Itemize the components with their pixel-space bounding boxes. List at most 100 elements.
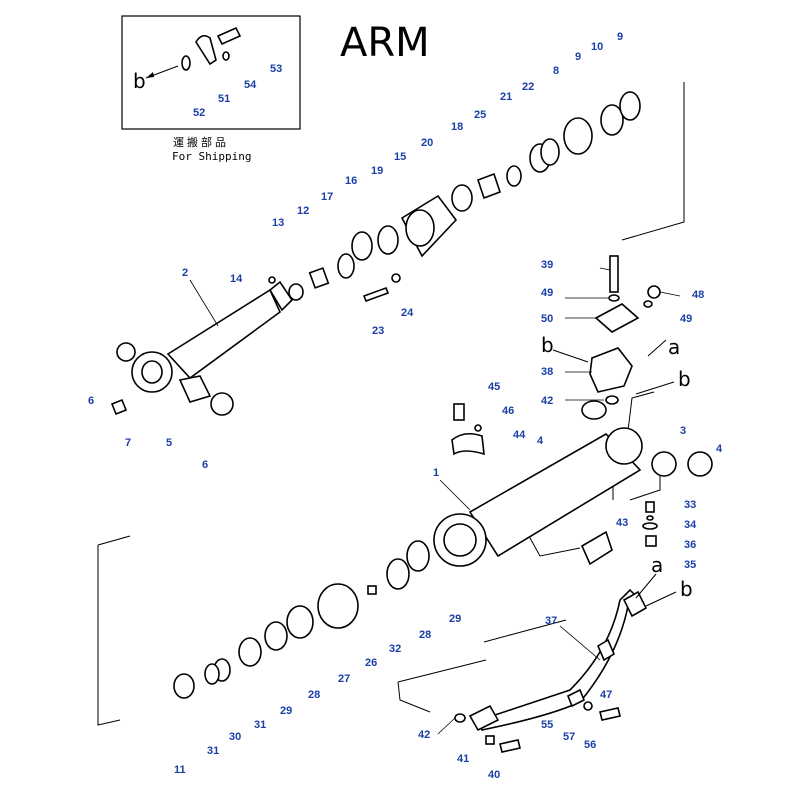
callout-31-lower: 31 bbox=[207, 745, 219, 757]
block-38 bbox=[589, 347, 633, 393]
ring-17 bbox=[337, 253, 355, 279]
o-ring-34 bbox=[642, 522, 658, 530]
bushing-5 bbox=[178, 375, 212, 403]
line-lower-left bbox=[97, 535, 131, 726]
view-arrow-a-1 bbox=[647, 339, 667, 357]
view-letter-b-inset: b bbox=[133, 69, 146, 93]
callout-22: 22 bbox=[522, 81, 534, 93]
flange-top bbox=[622, 590, 648, 618]
plug-33 bbox=[645, 501, 655, 513]
washer-46 bbox=[474, 424, 482, 432]
bushing-4-left bbox=[581, 400, 607, 420]
callout-3: 3 bbox=[680, 425, 686, 437]
callout-49-left: 49 bbox=[541, 287, 553, 299]
view-arrow-b-2 bbox=[635, 381, 675, 395]
callout-44: 44 bbox=[513, 429, 526, 441]
callout-31-upper: 31 bbox=[254, 719, 266, 731]
view-arrow-b-3 bbox=[645, 591, 677, 607]
packing-8 bbox=[563, 117, 593, 155]
callout-52: 52 bbox=[193, 107, 205, 119]
view-arrow-a-2 bbox=[635, 573, 657, 599]
callout-57: 57 bbox=[563, 731, 575, 743]
cylinder-barrel bbox=[433, 400, 713, 567]
callouts: 1 2 3 4 4 5 6 6 7 8 9 9 10 11 12 13 14 1… bbox=[88, 31, 723, 781]
callout-48: 48 bbox=[692, 289, 704, 301]
callout-50: 50 bbox=[541, 313, 553, 325]
callout-32: 32 bbox=[389, 643, 401, 655]
callout-1: 1 bbox=[433, 467, 439, 479]
ring-20 bbox=[451, 184, 473, 212]
ring-10 bbox=[600, 104, 624, 136]
snap-ring-9 bbox=[619, 91, 641, 121]
callout-4-right: 4 bbox=[716, 443, 723, 455]
piston-assembly bbox=[173, 540, 430, 699]
bracket-51 bbox=[195, 34, 217, 66]
ring-29-upper bbox=[406, 540, 430, 572]
washer-41 bbox=[485, 735, 495, 745]
nut-13 bbox=[288, 283, 304, 301]
ring-29-lower bbox=[238, 637, 262, 667]
callout-29-lower: 29 bbox=[280, 705, 292, 717]
ring-28-lower bbox=[264, 621, 288, 651]
rod-body bbox=[166, 288, 281, 380]
callout-37: 37 bbox=[545, 615, 557, 627]
callout-51: 51 bbox=[218, 93, 230, 105]
bolt-40 bbox=[499, 739, 521, 753]
callout-12: 12 bbox=[297, 205, 309, 217]
shipping-label-jp: 運搬部品 bbox=[173, 135, 229, 149]
callout-8: 8 bbox=[553, 65, 559, 77]
callout-15: 15 bbox=[394, 151, 406, 163]
bolt-23 bbox=[362, 286, 390, 303]
view-letter-b-1: b bbox=[541, 333, 554, 357]
callout-leaders bbox=[189, 267, 681, 735]
callout-11: 11 bbox=[174, 764, 186, 776]
line-hose bbox=[397, 619, 567, 713]
rod-thread bbox=[268, 280, 294, 312]
wear-ring-27 bbox=[286, 605, 314, 639]
collar-12 bbox=[308, 267, 330, 289]
callout-9-left: 9 bbox=[575, 51, 581, 63]
callout-39: 39 bbox=[541, 259, 553, 271]
callout-43: 43 bbox=[616, 517, 628, 529]
callout-23: 23 bbox=[372, 325, 384, 337]
callout-7: 7 bbox=[125, 437, 131, 449]
ring-19 bbox=[377, 225, 399, 255]
inset-frame bbox=[121, 15, 301, 130]
washer-52 bbox=[181, 55, 191, 71]
callout-9-right: 9 bbox=[617, 31, 623, 43]
callout-55: 55 bbox=[541, 719, 553, 731]
inset-arrowhead bbox=[146, 72, 154, 78]
callout-49-right: 49 bbox=[680, 313, 692, 325]
bushing-18 bbox=[476, 172, 502, 200]
callout-10: 10 bbox=[591, 41, 603, 53]
callout-29-upper: 29 bbox=[449, 613, 461, 625]
callout-6-lower: 6 bbox=[202, 459, 208, 471]
ring-28-upper bbox=[386, 558, 410, 590]
callout-21: 21 bbox=[500, 91, 512, 103]
clamp-43 bbox=[580, 530, 613, 566]
callout-28-upper: 28 bbox=[419, 629, 431, 641]
piston-26 bbox=[317, 583, 359, 629]
line-upper-right bbox=[621, 82, 685, 241]
seal-22 bbox=[540, 138, 560, 166]
screw-14 bbox=[268, 276, 276, 284]
callout-42-upper: 42 bbox=[541, 395, 553, 407]
callout-25: 25 bbox=[474, 109, 486, 121]
bushing-6-upper bbox=[116, 342, 136, 362]
shipping-inset: 運搬部品 For Shipping b bbox=[121, 15, 301, 163]
callout-36: 36 bbox=[684, 539, 696, 551]
o-ring-42 bbox=[605, 395, 619, 405]
callout-41: 41 bbox=[457, 753, 469, 765]
washer-54 bbox=[222, 51, 230, 61]
callout-20: 20 bbox=[421, 137, 433, 149]
ring-30 bbox=[204, 663, 220, 685]
bolt-39 bbox=[609, 255, 619, 293]
valve-block bbox=[580, 255, 661, 566]
bolt-56 bbox=[599, 707, 621, 721]
flange-bottom bbox=[468, 704, 500, 732]
head-face bbox=[405, 209, 435, 247]
assembly-lines bbox=[97, 82, 685, 726]
callout-16: 16 bbox=[345, 175, 357, 187]
callout-6-upper: 6 bbox=[88, 395, 94, 407]
